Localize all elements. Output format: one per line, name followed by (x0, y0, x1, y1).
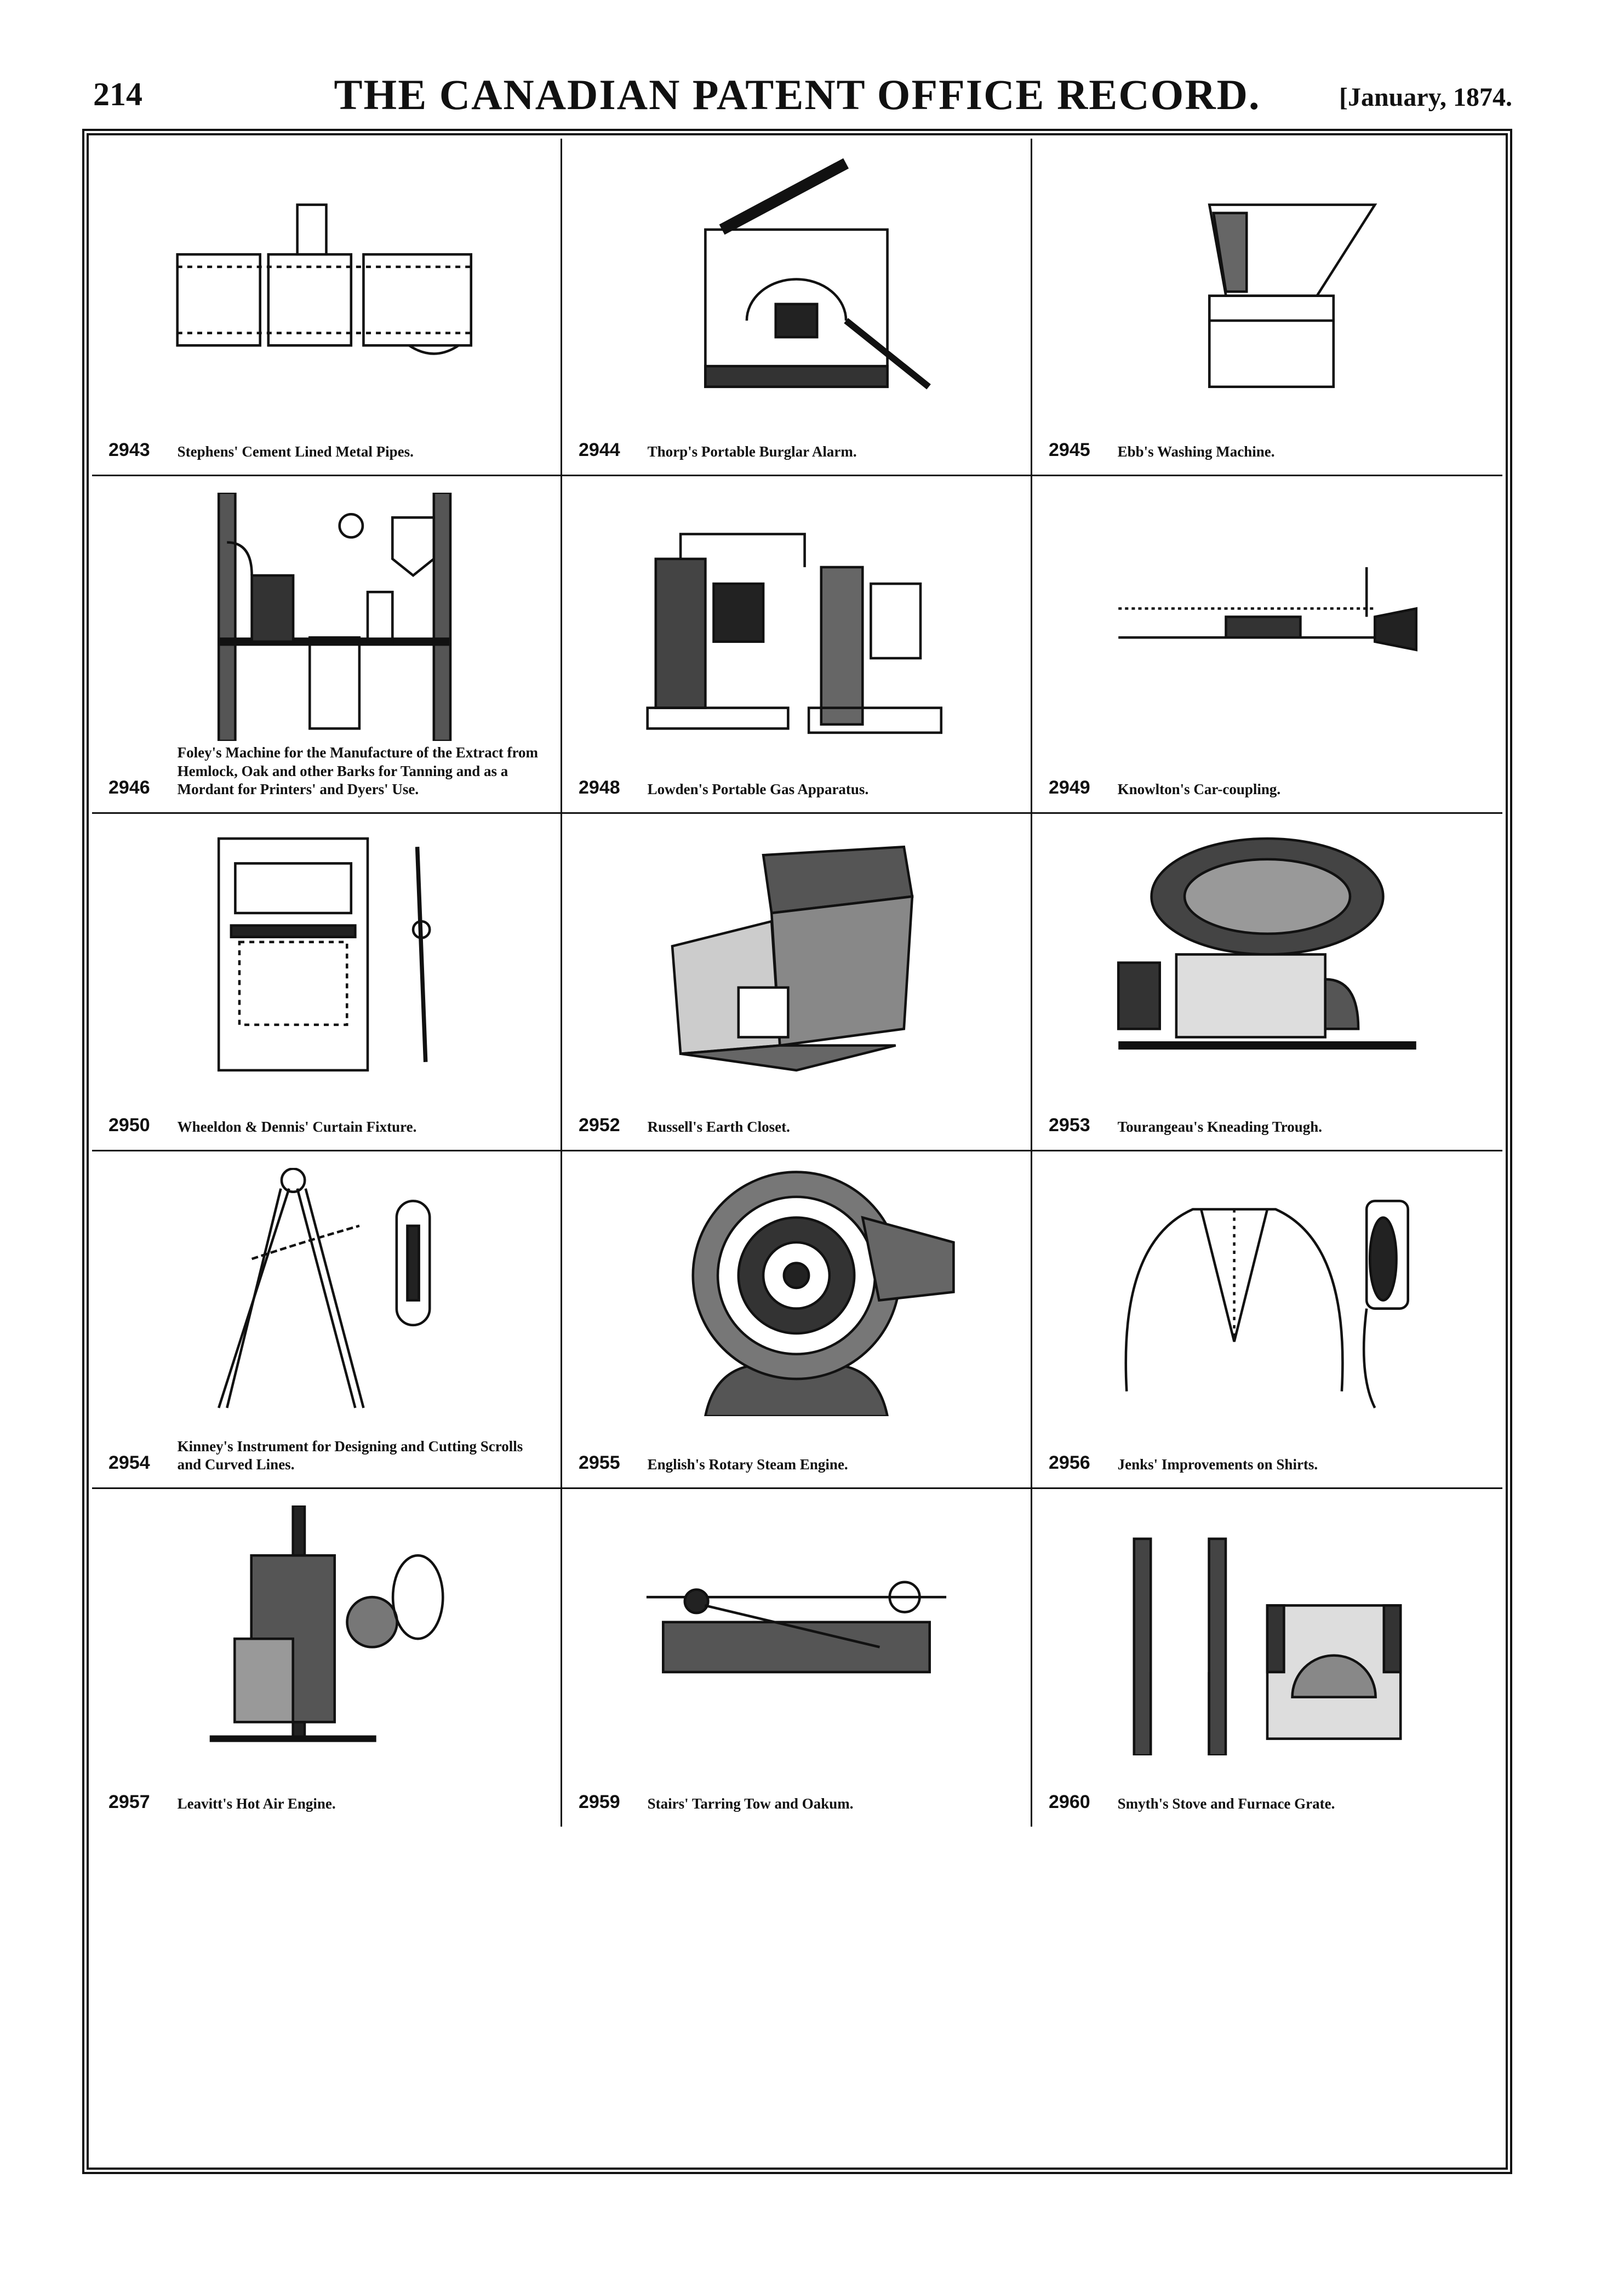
kneading-trough-illustration (1043, 830, 1491, 1079)
washing-machine-illustration (1043, 155, 1491, 403)
patent-number: 2944 (579, 439, 620, 460)
patent-title: Knowlton's Car-coupling. (1117, 781, 1281, 798)
shirt-illustration (1043, 1168, 1491, 1416)
illustration-plate: 2943 Stephens' Cement Lined Metal Pipes.… (82, 129, 1512, 2174)
patent-number: 2953 (1049, 1114, 1090, 1136)
page-number: 214 (93, 76, 142, 112)
patent-cell: 2950 Wheeldon & Dennis' Curtain Fixture. (92, 814, 562, 1151)
patent-number: 2945 (1049, 439, 1090, 460)
patent-cell: 2946 Foley's Machine for the Manufacture… (92, 476, 562, 814)
patent-number: 2954 (108, 1452, 150, 1473)
patent-title: Thorp's Portable Burglar Alarm. (647, 443, 857, 460)
patent-number: 2952 (579, 1114, 620, 1136)
patent-cell: 2957 Leavitt's Hot Air Engine. (92, 1489, 562, 1827)
patent-title: Foley's Machine for the Manufacture of t… (177, 744, 538, 798)
patent-title: Stairs' Tarring Tow and Oakum. (647, 1795, 854, 1812)
patent-cell: 2944 Thorp's Portable Burglar Alarm. (562, 139, 1032, 476)
patent-number: 2956 (1049, 1452, 1090, 1473)
patent-grid: 2943 Stephens' Cement Lined Metal Pipes.… (92, 139, 1502, 2164)
curtain-fixture-illustration (103, 830, 550, 1079)
patent-cell: 2959 Stairs' Tarring Tow and Oakum. (562, 1489, 1032, 1827)
patent-title: Ebb's Washing Machine. (1117, 443, 1275, 460)
gas-apparatus-illustration (573, 493, 1020, 741)
patent-cell: 2960 Smyth's Stove and Furnace Grate. (1032, 1489, 1502, 1827)
patent-title: Smyth's Stove and Furnace Grate. (1117, 1795, 1335, 1812)
patent-cell: 2953 Tourangeau's Kneading Trough. (1032, 814, 1502, 1151)
patent-number: 2946 (108, 777, 150, 798)
patent-number: 2943 (108, 439, 150, 460)
hot-air-engine-illustration (103, 1504, 550, 1755)
patent-title: English's Rotary Steam Engine. (647, 1456, 848, 1473)
patent-number: 2960 (1049, 1791, 1090, 1812)
patent-number: 2959 (579, 1791, 620, 1812)
patent-cell: 2955 English's Rotary Steam Engine. (562, 1151, 1032, 1489)
tanning-machine-illustration (103, 491, 550, 743)
patent-number: 2948 (579, 777, 620, 798)
steam-engine-illustration (573, 1168, 1020, 1418)
stove-grate-illustration (1043, 1505, 1491, 1757)
page-header: 214 THE CANADIAN PATENT OFFICE RECORD. [… (82, 65, 1512, 125)
patent-title: Kinney's Instrument for Designing and Cu… (177, 1438, 523, 1473)
earth-closet-illustration (573, 830, 1020, 1079)
scroll-instrument-illustration (103, 1167, 550, 1416)
journal-title: THE CANADIAN PATENT OFFICE RECORD. (334, 71, 1261, 118)
tarring-tow-illustration (573, 1505, 1020, 1755)
patent-title: Jenks' Improvements on Shirts. (1117, 1456, 1318, 1473)
patent-number: 2949 (1049, 777, 1090, 798)
patent-title: Lowden's Portable Gas Apparatus. (647, 781, 869, 798)
patent-cell: 2943 Stephens' Cement Lined Metal Pipes. (92, 139, 562, 476)
burglar-alarm-illustration (573, 155, 1020, 403)
patent-number: 2955 (579, 1452, 620, 1473)
patent-cell: 2952 Russell's Earth Closet. (562, 814, 1032, 1151)
patent-cell: 2956 Jenks' Improvements on Shirts. (1032, 1151, 1502, 1489)
patent-title: Russell's Earth Closet. (647, 1119, 790, 1136)
patent-cell: 2948 Lowden's Portable Gas Apparatus. (562, 476, 1032, 814)
car-coupling-illustration (1043, 493, 1491, 741)
patent-title: Wheeldon & Dennis' Curtain Fixture. (177, 1119, 417, 1136)
patent-cell: 2949 Knowlton's Car-coupling. (1032, 476, 1502, 814)
pipe-illustration (103, 155, 550, 403)
patent-title: Leavitt's Hot Air Engine. (177, 1795, 336, 1812)
patent-title: Tourangeau's Kneading Trough. (1117, 1119, 1323, 1136)
issue-date: [January, 1874. (1339, 83, 1512, 112)
patent-cell: 2954 Kinney's Instrument for Designing a… (92, 1151, 562, 1489)
patent-number: 2957 (108, 1791, 150, 1812)
patent-cell: 2945 Ebb's Washing Machine. (1032, 139, 1502, 476)
patent-number: 2950 (108, 1114, 150, 1136)
patent-title: Stephens' Cement Lined Metal Pipes. (177, 443, 414, 460)
